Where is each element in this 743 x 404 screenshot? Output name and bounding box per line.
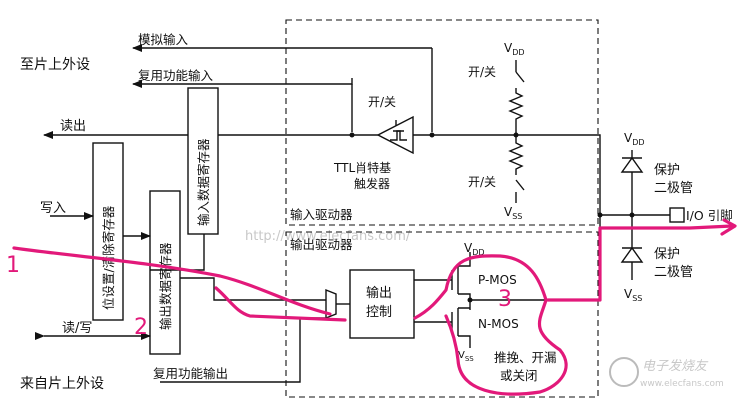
input-main-line — [413, 134, 601, 215]
protect-label-top: 保护 — [654, 163, 680, 178]
annotation-path-1 — [12, 246, 332, 316]
input-data-register — [187, 87, 219, 235]
output-control-label-1: 输出 — [366, 285, 392, 301]
junction-dot — [349, 132, 355, 138]
protect-diode-top — [620, 156, 644, 173]
vss-mid-label: VSS — [504, 205, 522, 221]
annotation-arrowhead — [720, 218, 737, 236]
write-in-label: 写入 — [40, 201, 66, 216]
pmos-channel — [458, 252, 471, 310]
schmitt-label-1: TTL肖特基 — [333, 160, 391, 175]
schmitt-on-off-label: 开/关 — [368, 95, 396, 109]
pullup-on-off-label: 开/关 — [468, 65, 496, 79]
input-data-register-label: 输入数据寄存器 — [196, 138, 211, 226]
output-data-register-label: 输出数据寄存器 — [158, 242, 173, 330]
output-mode-label-1: 推挽、开漏 — [494, 350, 557, 365]
annotation-path-3 — [413, 254, 568, 396]
io-pin-label: I/O 引脚 — [686, 208, 733, 223]
protect-diode-bottom — [620, 246, 644, 263]
alt-func-input-label: 复用功能输入 — [138, 68, 214, 83]
vdd-top-label: VDD — [504, 41, 525, 57]
vss-nmos-label: VSS — [458, 350, 474, 363]
annotation-mark-2: 2 — [134, 315, 148, 340]
schmitt-label-2: 触发器 — [354, 176, 390, 191]
bit-set-reset-register-label: 位设置/清除寄存器 — [101, 205, 116, 310]
annotation-mark-3: 3 — [498, 287, 512, 312]
vdd-pmos-label: VDD — [464, 241, 485, 257]
annotation-mark-1: 1 — [6, 253, 20, 278]
annotation-path-4 — [546, 224, 734, 302]
logo-text: 电子发烧友 — [642, 359, 709, 374]
junction-dot — [629, 212, 635, 218]
pullup-switch — [515, 71, 525, 83]
read-out-label: 读出 — [60, 119, 86, 134]
vss-diode-label: VSS — [624, 287, 642, 303]
from-peripheral-label: 来自片上外设 — [20, 376, 104, 392]
output-driver-region — [285, 231, 599, 398]
alt-func-output-label: 复用功能输出 — [153, 366, 228, 381]
input-driver-label: 输入驱动器 — [290, 207, 353, 222]
nmos-label: N-MOS — [478, 317, 519, 331]
logo-icon — [609, 357, 639, 387]
pulldown-on-off-label: 开/关 — [468, 175, 496, 189]
odr-to-mux-line — [180, 277, 326, 301]
junction-dot — [513, 132, 519, 138]
analog-input-label: 模拟输入 — [138, 32, 189, 47]
diode-label-top: 二极管 — [654, 181, 693, 196]
vdd-diode-label: VDD — [624, 131, 645, 147]
output-data-register — [149, 190, 181, 355]
output-mux — [325, 288, 337, 320]
output-control-label-2: 控制 — [366, 305, 392, 320]
protect-label-bottom: 保护 — [654, 247, 680, 262]
io-pin-pad — [669, 207, 685, 223]
junction-dot — [429, 132, 435, 138]
nmos-channel — [458, 307, 471, 348]
input-driver-region — [285, 19, 599, 226]
bit-set-reset-register — [92, 142, 124, 321]
pulldown-resistor — [508, 135, 524, 175]
diode-label-bottom: 二极管 — [654, 265, 693, 280]
pulldown-switch — [515, 179, 525, 191]
pmos-label: P-MOS — [478, 273, 517, 287]
pullup-resistor — [508, 88, 524, 135]
output-control-block — [349, 269, 415, 339]
output-driver-label: 输出驱动器 — [290, 237, 353, 252]
read-write-label: 读/写 — [62, 321, 92, 336]
idr-feedback-line — [150, 234, 205, 271]
to-peripheral-label: 至片上外设 — [20, 57, 90, 73]
output-mode-label-2: 或关闭 — [500, 368, 538, 383]
junction-dot — [467, 297, 473, 303]
logo-url: www.elecfans.com — [640, 379, 724, 389]
hysteresis-symbol-2 — [393, 130, 407, 141]
annotation-path-2 — [214, 286, 347, 322]
